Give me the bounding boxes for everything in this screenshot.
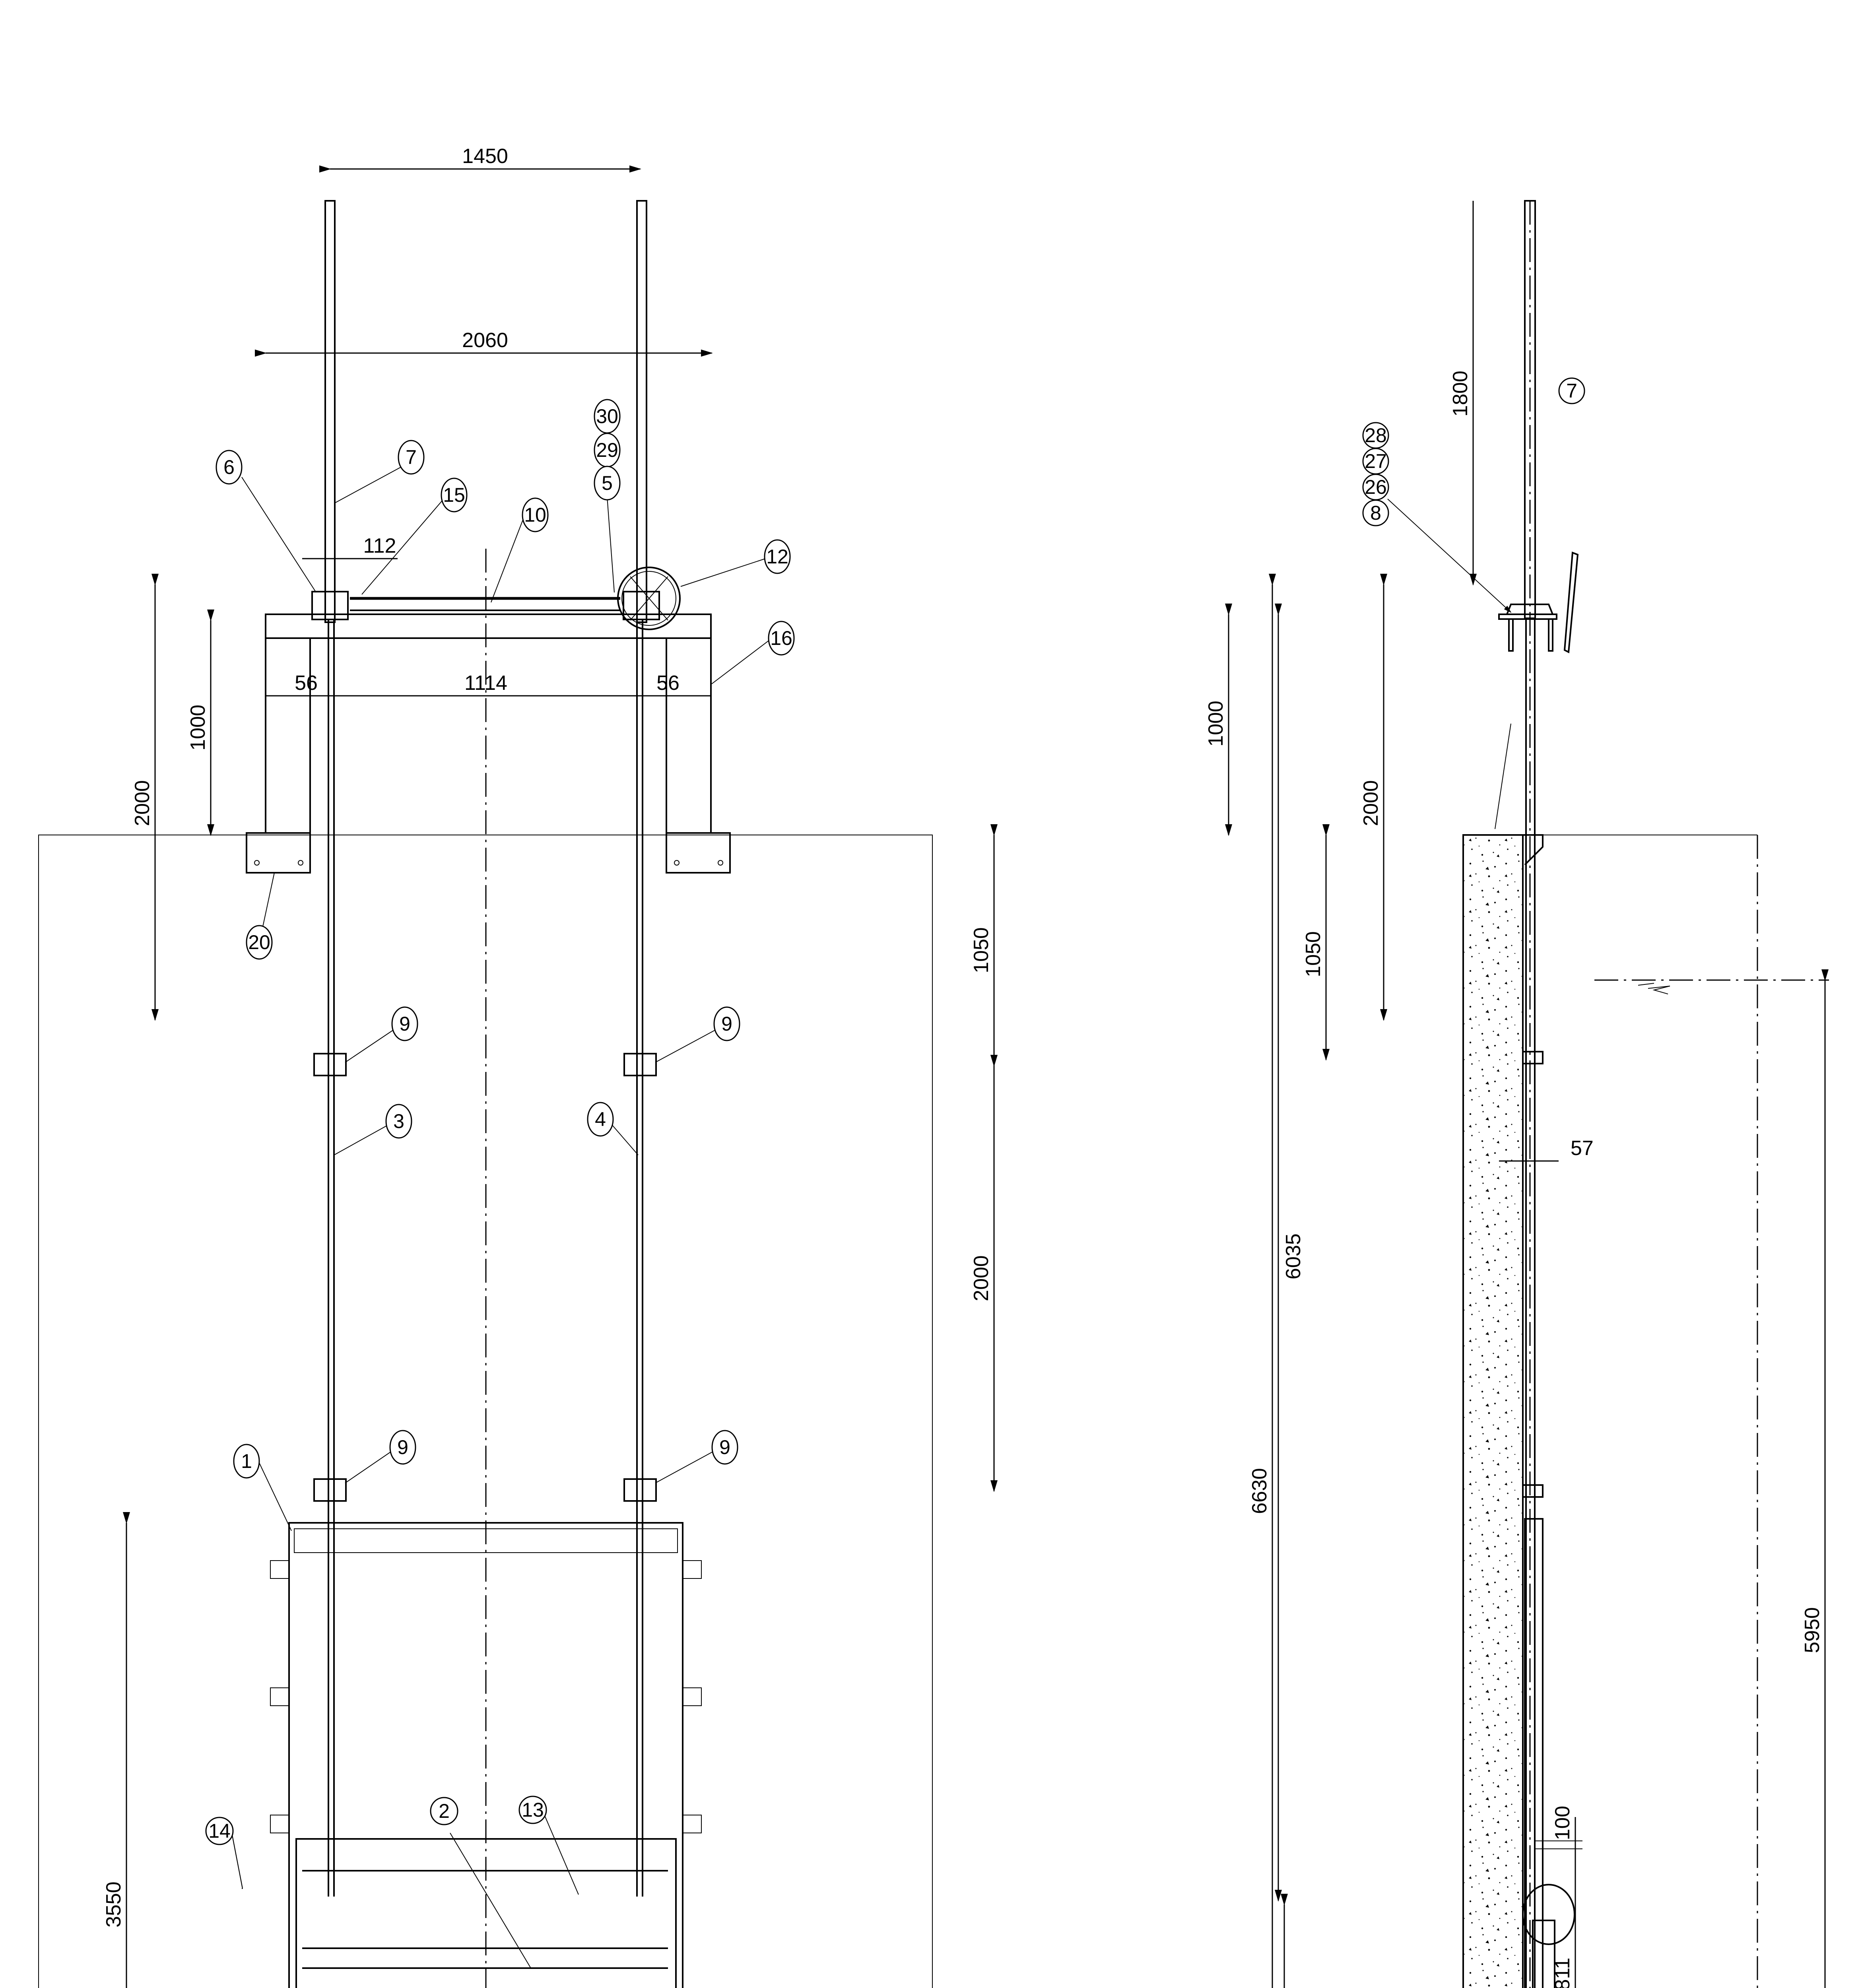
svg-text:16: 16 [770, 627, 792, 649]
svg-text:57: 57 [1571, 1137, 1594, 1160]
svg-text:5950: 5950 [1801, 1607, 1824, 1653]
svg-text:5: 5 [602, 472, 613, 494]
svg-text:30: 30 [596, 405, 618, 427]
handwheel-side [1563, 551, 1579, 654]
svg-text:1450: 1450 [462, 145, 508, 168]
svg-text:811: 811 [1551, 1958, 1574, 1988]
svg-text:6035: 6035 [1282, 1233, 1305, 1279]
svg-text:9: 9 [721, 1013, 732, 1035]
svg-text:6630: 6630 [1248, 1468, 1271, 1514]
svg-text:8: 8 [1370, 502, 1381, 524]
svg-text:1114: 1114 [464, 672, 507, 695]
balloon-7: 7 [334, 440, 425, 503]
balloon-26: 26 [1362, 474, 1389, 501]
gearbox-left [311, 591, 349, 620]
gate-door [295, 1838, 677, 1988]
handwheel [617, 567, 681, 630]
balloon-2: 2 [430, 1797, 531, 1969]
side-balloons: 7 28 27 26 8 [1362, 377, 1585, 613]
svg-text:29: 29 [596, 439, 618, 461]
svg-text:2060: 2060 [462, 329, 508, 352]
svg-text:26: 26 [1365, 476, 1387, 498]
balloon-20: 20 [246, 872, 275, 960]
base-plate-right [666, 832, 731, 874]
svg-text:15: 15 [443, 484, 465, 506]
svg-text:100: 100 [1551, 1806, 1574, 1840]
side-dimensions: 1800 1000 6630 2000 1050 57 6035 5950 16… [1204, 201, 1829, 1988]
balloon-4: 4 [587, 1102, 639, 1155]
svg-text:4: 4 [595, 1108, 606, 1130]
balloon-29: 29 [594, 433, 621, 468]
stem-guide [313, 1053, 347, 1076]
headstock-frame [246, 613, 731, 874]
balloon-28: 28 [1362, 422, 1389, 449]
balloon-15: 15 [361, 478, 468, 595]
channel-outline [38, 835, 933, 1988]
balloon-6: 6 [216, 450, 316, 593]
svg-text:1800: 1800 [1449, 371, 1472, 417]
balloon-13: 13 [518, 1796, 579, 1895]
svg-text:9: 9 [719, 1436, 730, 1458]
svg-text:112: 112 [363, 534, 396, 557]
balloon-8: 8 [1362, 499, 1512, 613]
svg-text:2000: 2000 [970, 1255, 993, 1301]
svg-text:56: 56 [295, 672, 318, 695]
svg-text:1000: 1000 [186, 705, 210, 751]
svg-text:2000: 2000 [1359, 780, 1382, 826]
svg-text:10: 10 [524, 504, 546, 526]
front-dimensions: 1450 2060 112 56 1114 56 1000 2000 1050 … [102, 145, 998, 1988]
svg-text:3: 3 [393, 1110, 404, 1132]
svg-text:27: 27 [1365, 450, 1387, 472]
svg-text:9: 9 [397, 1436, 408, 1458]
svg-text:14: 14 [208, 1820, 231, 1842]
spindle-right [636, 200, 647, 623]
balloon-30: 30 [594, 399, 621, 434]
balloon-9a: 9 [345, 1006, 418, 1063]
balloon-16: 16 [711, 621, 795, 684]
balloon-14: 14 [205, 1817, 243, 1889]
svg-text:9: 9 [399, 1013, 410, 1035]
balloon-9c: 9 [345, 1430, 416, 1483]
stem-guide [313, 1478, 347, 1502]
side-actuator [1498, 551, 1579, 654]
gate-frame [288, 1522, 683, 1988]
svg-text:7: 7 [1566, 380, 1577, 402]
side-door [1532, 1920, 1555, 1988]
frame-lugs [270, 1560, 702, 1833]
wall-concrete [1462, 834, 1524, 1988]
balloon-27: 27 [1362, 448, 1389, 475]
svg-text:1: 1 [241, 1450, 252, 1472]
front-balloons: 7 6 15 10 30 29 5 12 16 20 9 9 3 4 9 9 1… [205, 399, 795, 1969]
svg-text:20: 20 [248, 931, 270, 953]
balloon-9d: 9 [655, 1430, 738, 1483]
svg-text:2: 2 [439, 1800, 450, 1822]
balloon-10: 10 [491, 497, 549, 603]
front-view: A A 1450 2060 112 56 1114 56 1000 2000 1… [38, 145, 998, 1988]
base-plate-left [246, 832, 311, 874]
svg-text:1050: 1050 [970, 927, 993, 973]
svg-text:1050: 1050 [1302, 931, 1325, 977]
balloon-9b: 9 [655, 1006, 740, 1063]
stem-guide [623, 1478, 657, 1502]
gearbox-right [623, 591, 660, 620]
svg-text:28: 28 [1365, 424, 1387, 447]
svg-text:1000: 1000 [1204, 701, 1227, 747]
svg-text:2000: 2000 [131, 780, 154, 826]
balloon-12: 12 [680, 539, 791, 587]
svg-text:6: 6 [223, 456, 235, 478]
balloon-1: 1 [233, 1444, 292, 1531]
svg-text:12: 12 [766, 546, 788, 568]
side-view: 1800 1000 6630 2000 1050 57 6035 5950 16… [1204, 200, 1829, 1988]
svg-text:7: 7 [406, 446, 417, 468]
stem-guide [623, 1053, 657, 1076]
svg-text:13: 13 [522, 1799, 544, 1821]
side-frame [1524, 1518, 1544, 1988]
water-level-symbol [1594, 979, 1829, 994]
svg-text:3550: 3550 [102, 1881, 125, 1928]
balloon-7-side: 7 [1558, 377, 1585, 404]
svg-text:56: 56 [656, 672, 680, 695]
balloon-5: 5 [594, 466, 621, 593]
spindle-left [324, 200, 336, 623]
balloon-3: 3 [334, 1104, 412, 1155]
